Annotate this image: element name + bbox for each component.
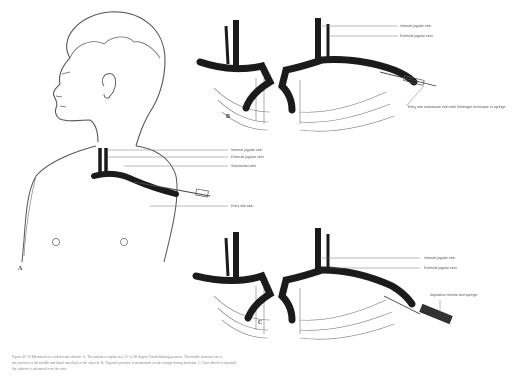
child-nipple-right xyxy=(121,239,128,246)
panel-c-letter: C xyxy=(258,320,262,326)
panel-c-label-needle: Aspiration needle and syringe xyxy=(430,293,477,297)
child-face-features xyxy=(56,72,70,107)
panel-c-syringe xyxy=(420,304,453,323)
panel-b-ejv-left xyxy=(226,26,228,64)
panel-c-label-ijv: Internal jugular vein xyxy=(424,256,455,260)
panel-b-subclavian xyxy=(322,59,414,82)
panel-c-label-ejv: External jugular vein xyxy=(424,266,457,270)
panel-b-brachiocephalic xyxy=(200,60,322,110)
caption-line-3: the catheter is advanced over the wire. xyxy=(12,366,502,372)
child-head xyxy=(53,12,165,146)
child-nipple-left xyxy=(53,239,60,246)
panel-b-ribs xyxy=(214,78,394,131)
panel-a-subclavian-vein xyxy=(94,174,176,194)
panel-b-letter: B xyxy=(226,114,230,120)
panel-b: Internal jugular vein External jugular v… xyxy=(200,18,505,131)
panel-a-label-ejv: External jugular vein xyxy=(231,155,264,159)
panel-c-brachiocephalic xyxy=(196,270,322,320)
panel-b-label-ejv: External jugular vein xyxy=(400,34,433,38)
panel-a-label-sv: Subclavian vein xyxy=(231,164,256,168)
panel-a-label-ijv: Internal jugular vein xyxy=(231,148,262,152)
panel-c: Internal jugular vein External jugular v… xyxy=(196,228,477,339)
figure-caption: Figure 40-10 Placement of a subclavian c… xyxy=(12,354,502,372)
child-ear xyxy=(102,74,115,98)
child-hair xyxy=(70,37,160,58)
panel-c-ejv-left xyxy=(226,238,228,276)
panel-b-label-entry: Entry site subclavian vein with Seldinge… xyxy=(408,105,505,109)
panel-b-label-ijv: Internal jugular vein xyxy=(400,24,431,28)
panel-c-leaders xyxy=(320,258,440,312)
panel-a-label-entry: Entry site skin xyxy=(231,204,253,208)
panel-a-internal-jugular xyxy=(100,148,106,172)
panel-c-subclavian xyxy=(322,270,412,304)
panel-a-letter: A xyxy=(18,266,23,272)
panel-c-ribs xyxy=(214,286,394,339)
